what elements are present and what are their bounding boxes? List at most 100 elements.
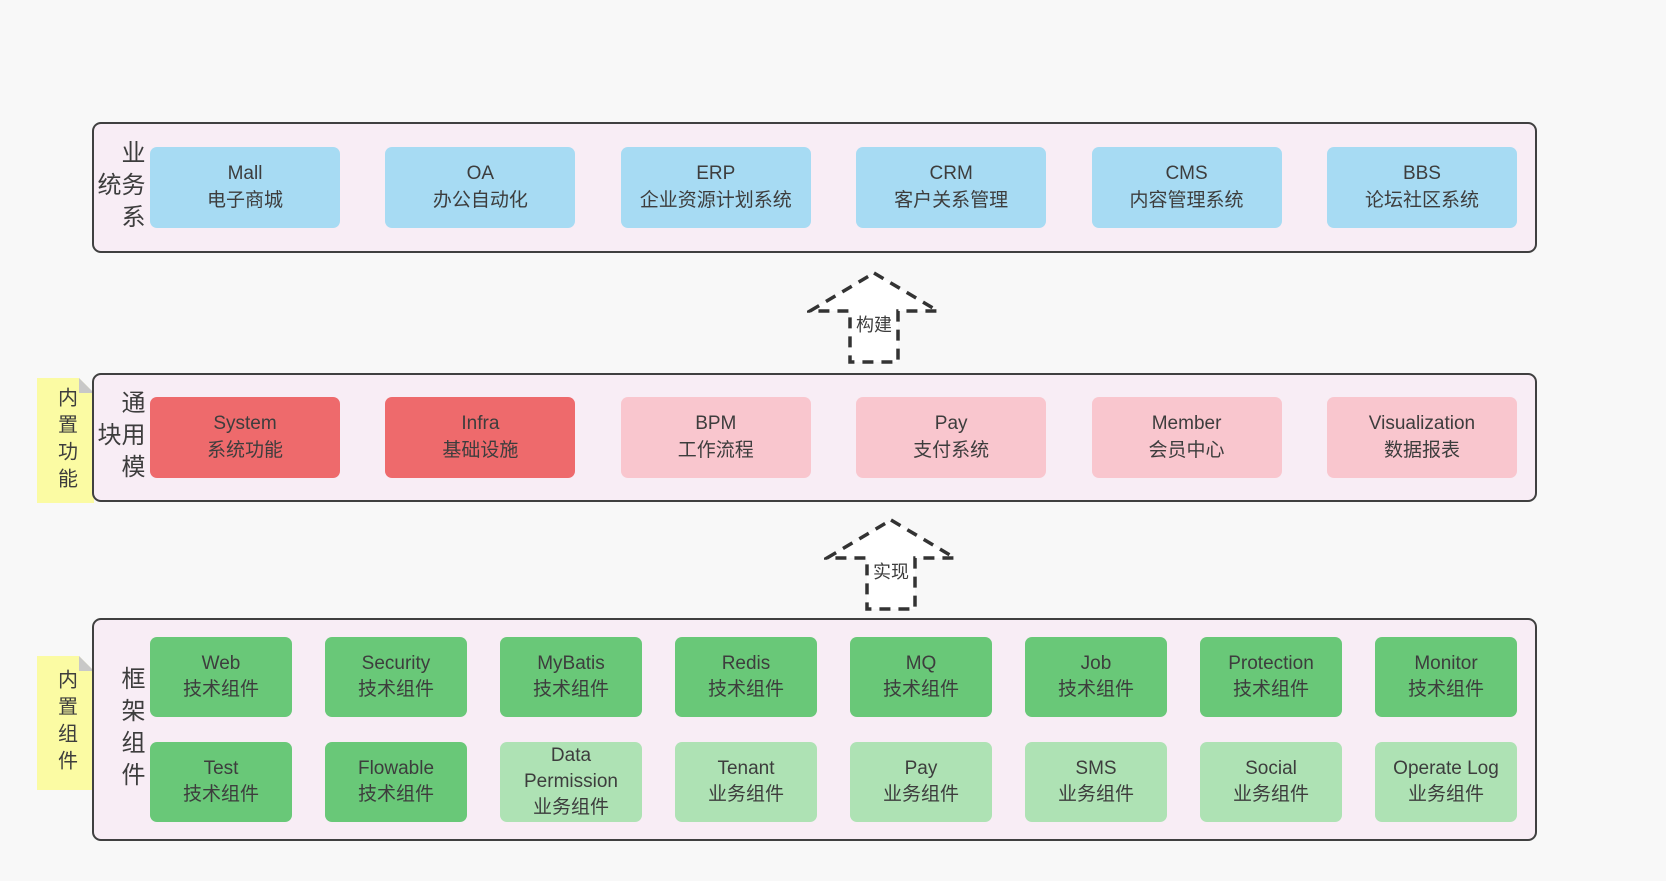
sticky-text: 内置功能 — [54, 386, 77, 495]
box-title: Infra — [461, 413, 500, 435]
box-title: Monitor — [1414, 652, 1478, 674]
box-title: Redis — [721, 652, 771, 674]
box-mybatis: MyBatis 技术组件 — [500, 637, 642, 717]
box-title: Mall — [227, 163, 263, 185]
box-title: Pay — [904, 757, 938, 779]
box-title: SMS — [1075, 757, 1117, 779]
box-system: System 系统功能 — [150, 397, 340, 478]
band-framework-components: 框架组件 Web 技术组件 Security 技术组件 MyBatis 技术组件… — [92, 618, 1537, 841]
box-job: Job 技术组件 — [1025, 637, 1167, 717]
box-subtitle: 企业资源计划系统 — [639, 189, 792, 211]
box-data-permission: Data Permission 业务组件 — [500, 742, 642, 822]
box-infra: Infra 基础设施 — [385, 397, 576, 478]
box-title: CMS — [1165, 163, 1208, 185]
box-social: Social 业务组件 — [1200, 742, 1342, 822]
box-pay-business: Pay 业务组件 — [850, 742, 992, 822]
box-subtitle: 论坛社区系统 — [1364, 189, 1479, 211]
box-subtitle: 支付系统 — [913, 439, 990, 461]
box-crm: CRM 客户关系管理 — [856, 147, 1047, 228]
box-title: Visualization — [1368, 413, 1476, 435]
box-visualization: Visualization 数据报表 — [1326, 397, 1517, 478]
box-subtitle: 业务组件 — [1232, 784, 1309, 805]
box-subtitle: 业务组件 — [882, 784, 959, 805]
box-title: CRM — [929, 163, 973, 185]
box-subtitle: 业务组件 — [707, 784, 784, 805]
box-subtitle: 技术组件 — [182, 679, 259, 700]
box-subtitle: 办公自动化 — [432, 189, 528, 211]
box-title: Pay — [934, 413, 968, 435]
box-mall: Mall 电子商城 — [150, 147, 340, 228]
box-title: Test — [203, 757, 239, 779]
arrow-build: 构建 — [807, 270, 941, 366]
sticky-note-builtin-features: 内置功能 — [37, 378, 94, 503]
box-subtitle: 工作流程 — [677, 439, 754, 461]
sticky-text: 内置组件 — [54, 669, 77, 777]
box-subtitle: 技术组件 — [1057, 679, 1134, 700]
business-box-row: Mall 电子商城 OA 办公自动化 ERP 企业资源计划系统 CRM 客户关系… — [150, 147, 1517, 228]
box-bbs: BBS 论坛社区系统 — [1326, 147, 1517, 228]
box-title: Protection — [1228, 652, 1314, 674]
box-subtitle: 内容管理系统 — [1129, 189, 1244, 211]
box-title: Job — [1080, 652, 1112, 674]
box-protection: Protection 技术组件 — [1200, 637, 1342, 717]
box-title: Security — [361, 652, 431, 674]
box-redis: Redis 技术组件 — [675, 637, 817, 717]
box-title: MyBatis — [537, 652, 605, 674]
box-subtitle: 业务组件 — [1057, 784, 1134, 805]
box-title: Social — [1245, 757, 1297, 779]
box-title: Member — [1151, 413, 1222, 435]
box-subtitle: 业务组件 — [1407, 784, 1484, 805]
arrow-implement-label: 实现 — [870, 557, 912, 585]
box-erp: ERP 企业资源计划系统 — [620, 147, 811, 228]
box-pay: Pay 支付系统 — [856, 397, 1047, 478]
box-title: Flowable — [357, 757, 435, 779]
box-title: Tenant — [717, 757, 775, 779]
box-subtitle: 技术组件 — [1407, 679, 1484, 700]
box-title: BPM — [695, 413, 737, 435]
box-title: BBS — [1402, 163, 1441, 185]
box-subtitle: 数据报表 — [1383, 439, 1460, 461]
box-title: Data Permission — [524, 744, 618, 792]
box-tenant: Tenant 业务组件 — [675, 742, 817, 822]
box-subtitle: 技术组件 — [357, 679, 434, 700]
box-operate-log: Operate Log 业务组件 — [1375, 742, 1517, 822]
box-cms: CMS 内容管理系统 — [1091, 147, 1282, 228]
box-subtitle: 业务组件 — [532, 797, 609, 819]
box-monitor: Monitor 技术组件 — [1375, 637, 1517, 717]
box-title: Operate Log — [1393, 757, 1499, 779]
box-member: Member 会员中心 — [1091, 397, 1282, 478]
box-subtitle: 技术组件 — [532, 679, 609, 700]
sticky-note-builtin-components: 内置组件 — [37, 656, 94, 790]
box-subtitle: 技术组件 — [707, 679, 784, 700]
box-sms: SMS 业务组件 — [1025, 742, 1167, 822]
box-subtitle: 技术组件 — [1232, 679, 1309, 700]
box-subtitle: 基础设施 — [442, 439, 519, 461]
box-security: Security 技术组件 — [325, 637, 467, 717]
framework-box-row-1: Web 技术组件 Security 技术组件 MyBatis 技术组件 Redi… — [150, 637, 1517, 717]
arrow-implement: 实现 — [824, 517, 958, 613]
box-flowable: Flowable 技术组件 — [325, 742, 467, 822]
box-title: System — [213, 413, 277, 435]
box-subtitle: 技术组件 — [182, 784, 259, 805]
box-bpm: BPM 工作流程 — [620, 397, 811, 478]
box-title: MQ — [905, 652, 937, 674]
band-common-modules: 通用模块 System 系统功能 Infra 基础设施 BPM 工作流程 Pay… — [92, 373, 1537, 502]
box-oa: OA 办公自动化 — [385, 147, 576, 228]
box-mq: MQ 技术组件 — [850, 637, 992, 717]
box-subtitle: 电子商城 — [206, 189, 283, 211]
box-subtitle: 技术组件 — [882, 679, 959, 700]
box-web: Web 技术组件 — [150, 637, 292, 717]
box-title: ERP — [696, 163, 736, 185]
modules-box-row: System 系统功能 Infra 基础设施 BPM 工作流程 Pay 支付系统… — [150, 397, 1517, 478]
box-subtitle: 系统功能 — [206, 439, 283, 461]
box-test: Test 技术组件 — [150, 742, 292, 822]
box-title: OA — [466, 163, 495, 185]
arrow-build-label: 构建 — [853, 310, 895, 338]
box-subtitle: 技术组件 — [357, 784, 434, 805]
band-modules-label: 通用模块 — [93, 389, 144, 486]
band-business-systems: 业务系统 Mall 电子商城 OA 办公自动化 ERP 企业资源计划系统 CRM… — [92, 122, 1537, 253]
band-business-label: 业务系统 — [93, 139, 144, 236]
box-subtitle: 会员中心 — [1148, 439, 1225, 461]
framework-box-row-2: Test 技术组件 Flowable 技术组件 Data Permission … — [150, 742, 1517, 822]
